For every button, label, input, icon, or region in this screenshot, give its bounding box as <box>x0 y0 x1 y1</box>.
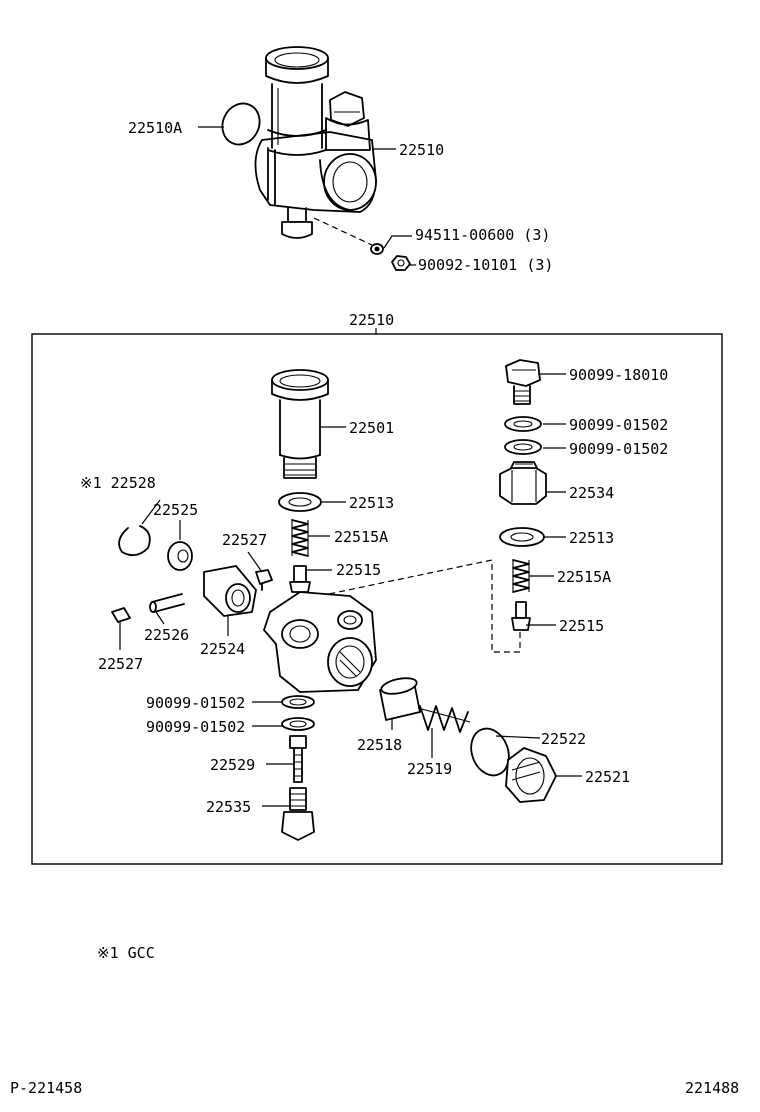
pump-assembly-drawing <box>221 46 411 271</box>
label-90099-01502-r2: 90099-01502 <box>569 440 668 458</box>
label-22519: 22519 <box>407 760 452 778</box>
footer-left-code: P-221458 <box>10 1079 82 1097</box>
label-22522: 22522 <box>541 730 586 748</box>
label-22510A: 22510A <box>128 119 182 137</box>
label-94511-00600: 94511-00600 (3) <box>415 226 550 244</box>
label-90099-01502-l2: 90099-01502 <box>146 718 245 736</box>
label-90099-01502-l1: 90099-01502 <box>146 694 245 712</box>
label-22513-right: 22513 <box>569 529 614 547</box>
footer-right-code: 221488 <box>685 1079 739 1097</box>
label-22501: 22501 <box>349 419 394 437</box>
exploded-view-frame <box>31 333 723 865</box>
label-90099-18010: 90099-18010 <box>569 366 668 384</box>
label-22510: 22510 <box>399 141 444 159</box>
label-22515A-center: 22515A <box>334 528 388 546</box>
box-title-22510: 22510 <box>349 311 394 329</box>
label-22524: 22524 <box>200 640 245 658</box>
label-22515A-right: 22515A <box>557 568 611 586</box>
label-22528: ※1 22528 <box>80 474 156 492</box>
label-22515-center: 22515 <box>336 561 381 579</box>
label-22515-right: 22515 <box>559 617 604 635</box>
footnote: ※1 GCC <box>97 944 155 962</box>
label-22534: 22534 <box>569 484 614 502</box>
label-22521: 22521 <box>585 768 630 786</box>
exploded-parts <box>111 359 557 841</box>
label-22513-center: 22513 <box>349 494 394 512</box>
label-22518: 22518 <box>357 736 402 754</box>
label-22525: 22525 <box>153 501 198 519</box>
label-22526: 22526 <box>144 626 189 644</box>
label-22529: 22529 <box>210 756 255 774</box>
label-22527-a: 22527 <box>222 531 267 549</box>
label-22527-b: 22527 <box>98 655 143 673</box>
label-22535: 22535 <box>206 798 251 816</box>
label-90099-01502-r1: 90099-01502 <box>569 416 668 434</box>
label-90092-10101: 90092-10101 (3) <box>418 256 553 274</box>
